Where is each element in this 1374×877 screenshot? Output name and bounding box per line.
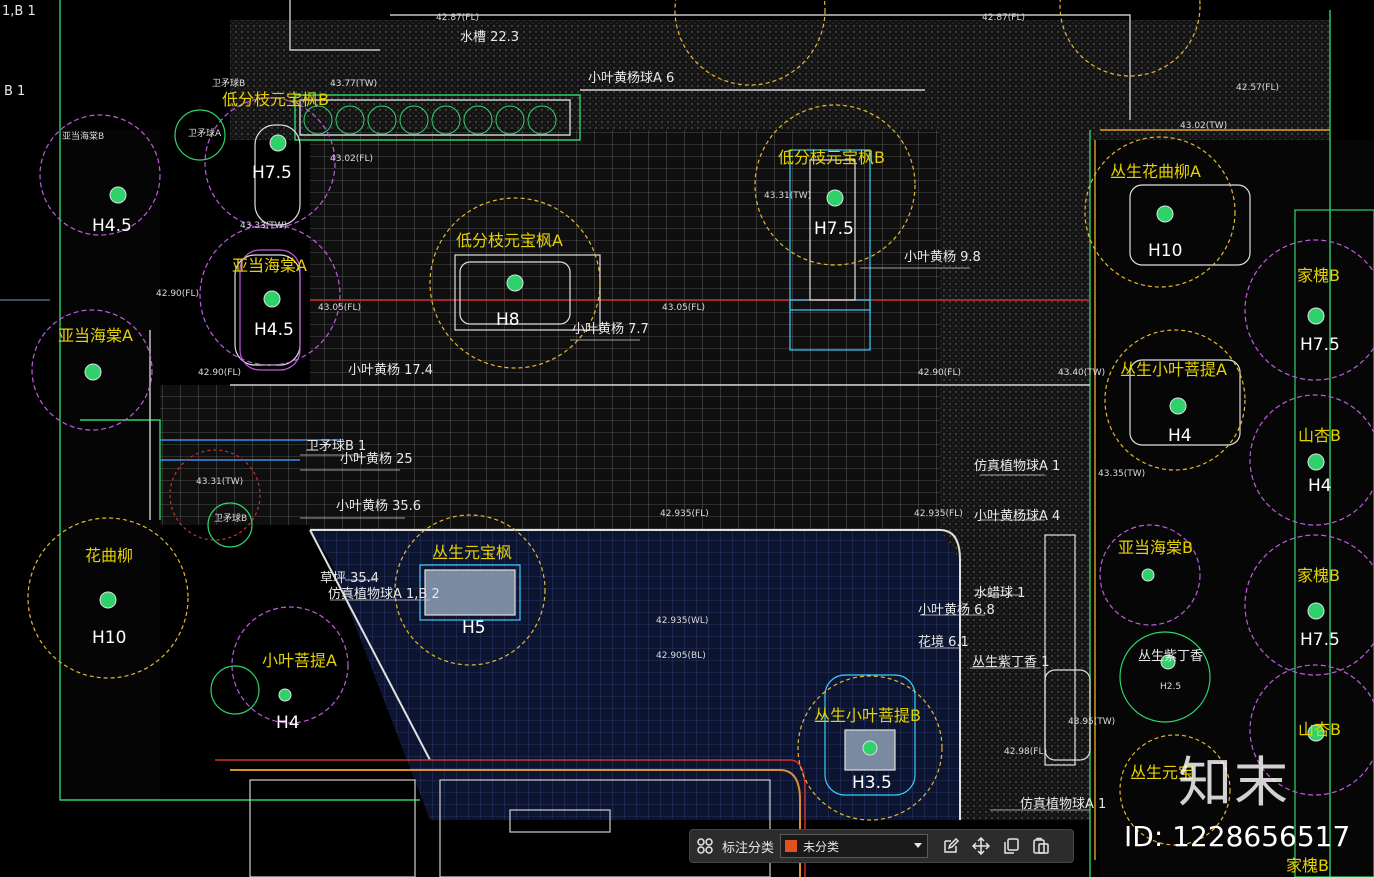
gravel-zone-right <box>940 120 1090 820</box>
gravel-zone-top <box>230 20 1330 140</box>
height-label: H7.5 <box>814 219 854 239</box>
annotation-toolbar: 标注分类 未分类 <box>689 829 1074 863</box>
tree-label: 家槐B <box>1297 266 1340 285</box>
chevron-down-icon <box>914 843 923 848</box>
tree-label: 家槐B <box>1286 856 1329 875</box>
plant-tag: 卫矛球B <box>214 514 248 524</box>
elevation-label: 42.87(FL) <box>982 13 1025 23</box>
cad-label: 小叶黄杨球A 4 <box>974 509 1061 524</box>
elevation-label: 42.905(BL) <box>656 651 706 661</box>
watermark-logo: 知末 <box>1178 751 1290 814</box>
cad-label: 小叶黄杨球A 6 <box>588 71 675 86</box>
category-select-value: 未分类 <box>803 839 840 854</box>
elevation-label: 43.31(TW) <box>196 477 244 487</box>
height-label: H7.5 <box>1300 335 1340 355</box>
elevation-label: 43.02(TW) <box>1180 121 1228 131</box>
cad-label: 小叶黄杨 35.6 <box>336 499 422 514</box>
tree-label: 低分枝元宝枫B <box>222 90 329 109</box>
right-bed <box>1100 140 1374 877</box>
height-label: H4 <box>276 713 300 733</box>
grid-icon[interactable] <box>694 835 716 857</box>
cad-label: 小叶黄杨 25 <box>340 452 413 467</box>
elevation-label: 43.35(TW) <box>1098 469 1146 479</box>
cad-label: 水蜡球 1 <box>974 586 1026 601</box>
elevation-label: 43.31(TW) <box>764 191 812 201</box>
height-label: H4 <box>1168 426 1192 446</box>
cad-label: 丛生紫丁香 1 <box>972 655 1050 670</box>
tree-label: 亚当海棠A <box>58 326 133 345</box>
tree-label: 亚当海棠A <box>232 256 307 275</box>
tree-label: 家槐B <box>1297 566 1340 585</box>
cad-label: 小叶黄杨 6.8 <box>918 603 995 618</box>
elevation-label: 42.90(FL) <box>918 368 961 378</box>
elevation-label: 43.77(TW) <box>330 79 378 89</box>
elevation-label: 43.02(FL) <box>330 154 373 164</box>
elevation-label: 43.05(FL) <box>318 303 361 313</box>
height-label: H5 <box>462 618 486 638</box>
watermark-id: ID: 1228656517 <box>1124 820 1351 853</box>
tree-label: 花曲柳 <box>85 546 134 565</box>
tree-label: 山杏B <box>1298 426 1341 445</box>
cad-label: 小叶黄杨 9.8 <box>904 250 981 265</box>
tree-label: 丛生小叶菩提A <box>1120 360 1227 379</box>
height-label: H3.5 <box>852 773 892 793</box>
cad-label: 仿真植物球A 1 <box>974 459 1061 474</box>
category-color-swatch <box>785 840 798 852</box>
edit-icon[interactable] <box>940 835 962 857</box>
tree-label: 亚当海棠B <box>1118 538 1193 557</box>
cad-label: B 1 <box>4 84 26 99</box>
move-icon[interactable] <box>970 835 992 857</box>
annotation-category-label: 标注分类 <box>722 840 775 856</box>
height-label: H8 <box>496 310 520 330</box>
elevation-label: 42.90(FL) <box>156 289 199 299</box>
height-label: H7.5 <box>1300 630 1340 650</box>
height-label: H4.5 <box>92 216 132 236</box>
cad-label: 丛生紫丁香 <box>1138 649 1204 664</box>
elevation-label: 42.98(FL) <box>1004 747 1047 757</box>
paste-icon[interactable] <box>1030 835 1052 857</box>
plant-tag: 亚当海棠B <box>62 132 105 142</box>
elevation-label: 43.95(TW) <box>1068 717 1116 727</box>
cad-label: 仿真植物球A 1,B 2 <box>328 587 440 602</box>
elevation-label: 43.33(TW) <box>240 221 288 231</box>
cad-label: 仿真植物球A 1 <box>1020 797 1107 812</box>
tree-label: 丛生小叶菩提B <box>814 706 921 725</box>
plant-tag: 卫矛球B <box>212 79 246 89</box>
tree-label: 丛生花曲柳A <box>1110 162 1201 181</box>
height-label: H10 <box>1148 241 1183 261</box>
elevation-label: 42.935(WL) <box>656 616 709 626</box>
tree-label: 低分枝元宝枫A <box>456 231 563 250</box>
elevation-label: 42.57(FL) <box>1236 83 1279 93</box>
elevation-label: 42.935(FL) <box>914 509 963 519</box>
elevation-label: 42.935(FL) <box>660 509 709 519</box>
copy-icon[interactable] <box>1000 835 1022 857</box>
cad-label: 1,B 1 <box>2 4 36 19</box>
tree-label: 丛生元宝枫 <box>432 543 513 562</box>
cad-label: 花境 6.1 <box>918 635 969 650</box>
height-label: H7.5 <box>252 163 292 183</box>
left-bed <box>60 130 160 800</box>
elevation-label: 43.05(FL) <box>662 303 705 313</box>
height-label: H10 <box>92 628 127 648</box>
category-select[interactable]: 未分类 <box>780 834 929 858</box>
tree-label: 小叶菩提A <box>262 651 337 670</box>
height-label: H4.5 <box>254 320 294 340</box>
tree-label: 低分枝元宝枫B <box>778 148 885 167</box>
cad-label: 小叶黄杨 7.7 <box>572 322 649 337</box>
height-label: H2.5 <box>1160 682 1182 692</box>
height-label: H4 <box>1308 476 1332 496</box>
cad-label: 水槽 22.3 <box>460 30 520 45</box>
boundary-line-green <box>59 0 420 801</box>
elevation-label: 42.90(FL) <box>198 368 241 378</box>
tree-label: 丛生元宝 <box>1130 763 1195 782</box>
plant-tag: 卫矛球A <box>188 129 222 139</box>
elevation-label: 43.40(TW) <box>1058 368 1106 378</box>
cad-label: 小叶黄杨 17.4 <box>348 363 434 378</box>
cad-label: 卫矛球B 1 <box>306 439 367 454</box>
tree-label: 山杏B <box>1298 720 1341 739</box>
elevation-label: 42.87(FL) <box>436 13 479 23</box>
cad-label: 草坪 35.4 <box>320 571 380 586</box>
